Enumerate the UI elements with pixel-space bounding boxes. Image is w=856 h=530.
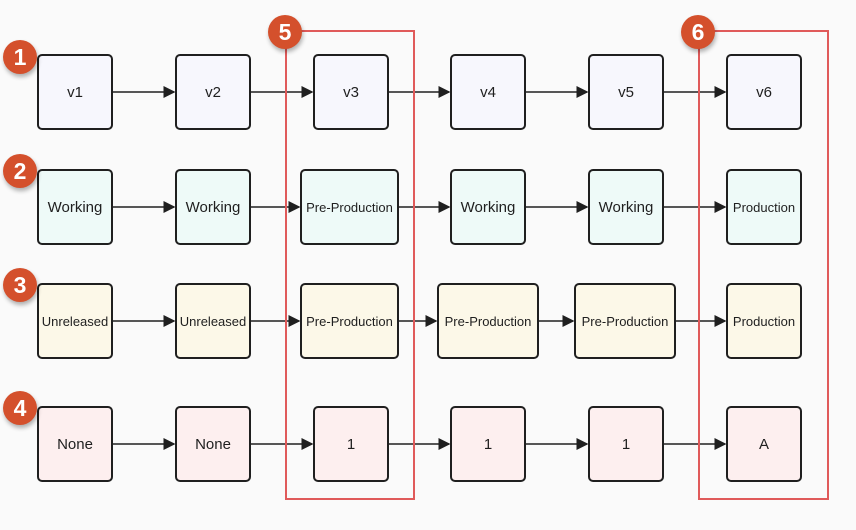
- highlight-badge-5: 5: [268, 15, 302, 49]
- row-badge-2: 2: [3, 154, 37, 188]
- node-row4-col2: None: [175, 406, 251, 482]
- node-row3-col6: Production: [726, 283, 802, 359]
- node-row2-col2: Working: [175, 169, 251, 245]
- highlight-badge-6: 6: [681, 15, 715, 49]
- node-row3-col4: Pre-Production: [437, 283, 539, 359]
- highlight-box-column-6: [698, 30, 829, 500]
- node-row4-col5: 1: [588, 406, 664, 482]
- node-row4-col3: 1: [313, 406, 389, 482]
- highlight-box-column-3: [285, 30, 415, 500]
- node-row1-col1: v1: [37, 54, 113, 130]
- row-badge-3: 3: [3, 268, 37, 302]
- node-row3-col3: Pre-Production: [300, 283, 399, 359]
- node-row3-col2: Unreleased: [175, 283, 251, 359]
- node-row2-col6: Production: [726, 169, 802, 245]
- node-row3-col1: Unreleased: [37, 283, 113, 359]
- node-row1-col4: v4: [450, 54, 526, 130]
- row-badge-4: 4: [3, 391, 37, 425]
- node-row1-col6: v6: [726, 54, 802, 130]
- node-row2-col3: Pre-Production: [300, 169, 399, 245]
- row-badge-1: 1: [3, 40, 37, 74]
- node-row2-col5: Working: [588, 169, 664, 245]
- node-row2-col4: Working: [450, 169, 526, 245]
- node-row4-col6: A: [726, 406, 802, 482]
- node-row1-col2: v2: [175, 54, 251, 130]
- node-row3-col5: Pre-Production: [574, 283, 676, 359]
- node-row1-col5: v5: [588, 54, 664, 130]
- node-row1-col3: v3: [313, 54, 389, 130]
- node-row2-col1: Working: [37, 169, 113, 245]
- node-row4-col1: None: [37, 406, 113, 482]
- node-row4-col4: 1: [450, 406, 526, 482]
